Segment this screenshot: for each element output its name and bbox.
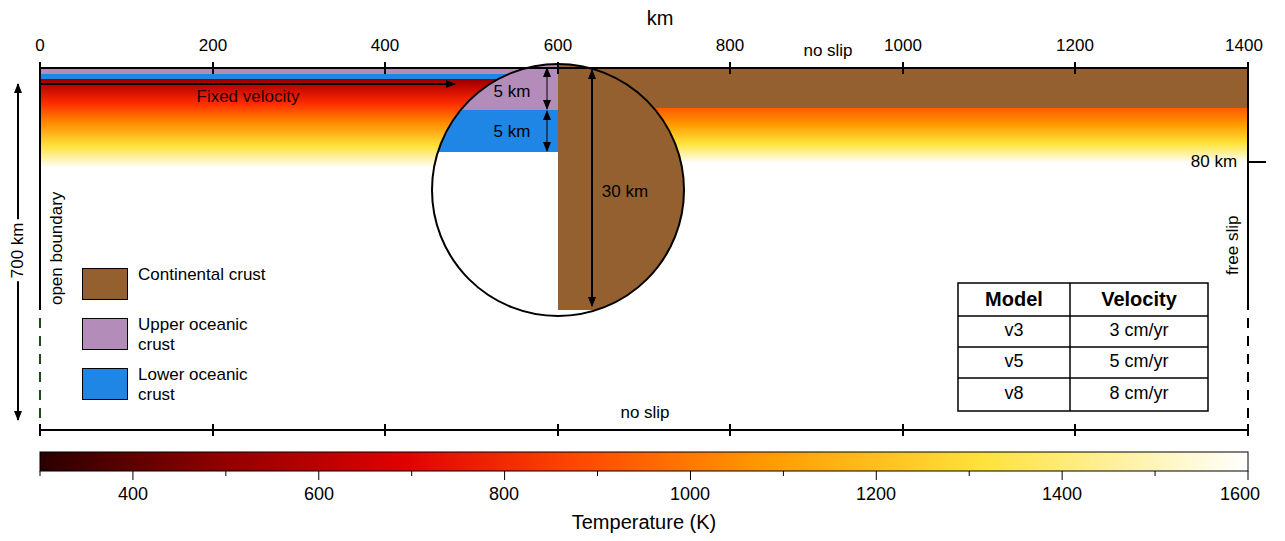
colorbar-tick — [690, 471, 691, 480]
colorbar-tick — [969, 471, 970, 476]
table-header: Model — [985, 288, 1043, 310]
legend-swatch — [82, 318, 128, 350]
boundary-label: open boundary — [49, 191, 68, 304]
colorbar-tick — [132, 471, 133, 480]
colorbar-tick — [318, 471, 319, 480]
dimension: 30 km — [602, 183, 648, 202]
tick-label: 1400 — [1225, 37, 1263, 56]
colorbar-label: 400 — [118, 485, 148, 505]
colorbar-tick — [1155, 471, 1156, 476]
colorbar-label: 600 — [304, 485, 334, 505]
tick-label: 800 — [716, 37, 744, 56]
table-cell: 3 cm/yr — [1109, 321, 1168, 341]
colorbar-label: 1000 — [670, 485, 710, 505]
tick-label: 400 — [371, 37, 399, 56]
depth-label: 80 km — [1191, 153, 1237, 172]
tick-label: 600 — [544, 37, 572, 56]
tick-label: 0 — [35, 37, 44, 56]
colorbar-tick — [783, 471, 784, 476]
colorbar-label: 1600 — [1220, 485, 1260, 505]
table-cell: v5 — [1004, 352, 1023, 372]
table-cell: v8 — [1004, 384, 1023, 404]
colorbar-tick — [411, 471, 412, 476]
boundary-label: free slip — [1225, 215, 1244, 275]
dimension: 5 km — [494, 83, 531, 102]
colorbar-tick — [1062, 471, 1063, 480]
tick-label: 200 — [199, 37, 227, 56]
table-cell: 5 cm/yr — [1109, 352, 1168, 372]
legend-swatch — [82, 368, 128, 400]
colorbar-label: 800 — [489, 485, 519, 505]
legend-text: Lower oceanic crust — [138, 365, 278, 404]
legend-text: Upper oceanic crust — [138, 315, 278, 354]
table-cell: v3 — [1004, 321, 1023, 341]
colorbar-label: 1200 — [856, 485, 896, 505]
colorbar-tick — [597, 471, 598, 476]
velocity-label: Fixed velocity — [197, 88, 300, 107]
tick-label: 1000 — [884, 37, 922, 56]
dimension: 5 km — [494, 123, 531, 142]
table-header: Velocity — [1101, 288, 1177, 310]
colorbar-tick — [876, 471, 877, 480]
boundary-label: no slip — [620, 404, 669, 423]
dimension: 700 km — [9, 219, 28, 281]
colorbar-tick — [504, 471, 505, 480]
colorbar-tick — [40, 471, 41, 476]
legend-swatch — [82, 268, 128, 300]
legend-text: Continental crust — [138, 265, 278, 285]
colorbar-label: 1400 — [1042, 485, 1082, 505]
tick-label: 1200 — [1056, 37, 1094, 56]
table-cell: 8 cm/yr — [1109, 384, 1168, 404]
colorbar-tick — [1248, 471, 1249, 480]
colorbar-title: Temperature (K) — [572, 511, 717, 533]
colorbar-tick — [225, 471, 226, 476]
boundary-label: no slip — [803, 42, 852, 61]
axis-title: km — [647, 7, 674, 29]
